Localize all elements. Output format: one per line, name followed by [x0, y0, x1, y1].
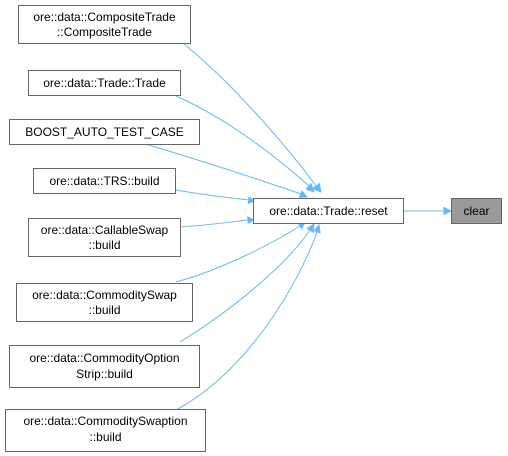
arrowhead-boost-test	[298, 190, 309, 198]
arrowhead-trade-ctor	[305, 182, 315, 193]
node-commodity-option-strip[interactable]: ore::data::CommodityOption Strip::build	[9, 345, 200, 388]
node-trs-build[interactable]: ore::data::TRS::build	[33, 168, 176, 194]
node-label-line: ore::data::CommoditySwaption	[23, 414, 187, 428]
node-label-line: ore::data::CallableSwap	[41, 223, 169, 237]
edge-trade-ctor-to-reset	[175, 95, 310, 187]
node-commodity-swap[interactable]: ore::data::CommoditySwap ::build	[16, 283, 193, 322]
arrowhead-trs-build	[247, 196, 257, 205]
node-label-line: ::build	[89, 430, 121, 444]
node-label-line: ore::data::Trade::reset	[269, 204, 388, 218]
node-trade-reset[interactable]: ore::data::Trade::reset	[253, 198, 404, 224]
node-label-line: ore::data::CompositeTrade	[33, 10, 176, 24]
edge-trs-build-to-reset	[175, 189, 250, 201]
edge-composite-trade-to-reset	[178, 39, 317, 187]
node-label-line: ore::data::Trade::Trade	[43, 76, 166, 90]
edges-layer	[144, 39, 453, 411]
arrowhead-reset-to-clear	[443, 206, 453, 216]
node-label-line: ore::data::TRS::build	[49, 174, 159, 188]
edge-commodity-option-strip-to-reset	[179, 229, 311, 343]
node-label-line: ore::data::CommoditySwap	[32, 288, 177, 302]
edge-boost-test-to-reset	[144, 143, 302, 195]
edge-callable-swap-to-reset	[179, 219, 249, 228]
node-callable-swap[interactable]: ore::data::CallableSwap ::build	[28, 218, 181, 257]
node-label-line: ::CompositeTrade	[57, 25, 152, 39]
node-label-line: ::build	[88, 303, 120, 317]
node-label-line: ore::data::CommodityOption	[29, 351, 179, 365]
node-label-line: clear	[463, 204, 489, 218]
node-composite-trade[interactable]: ore::data::CompositeTrade ::CompositeTra…	[18, 5, 191, 44]
arrowhead-composite-trade	[311, 182, 322, 193]
node-boost-test[interactable]: BOOST_AUTO_TEST_CASE	[9, 119, 200, 145]
edge-commodity-swaption-to-reset	[175, 231, 318, 411]
node-label-line: Strip::build	[76, 367, 133, 381]
nodes-layer: ore::data::CompositeTrade ::CompositeTra…	[5, 5, 502, 452]
node-commodity-swaption[interactable]: ore::data::CommoditySwaption ::build	[5, 409, 206, 452]
node-clear[interactable]: clear	[451, 198, 502, 224]
arrowhead-commodity-option-strip	[306, 222, 315, 234]
arrowhead-callable-swap	[247, 216, 256, 225]
node-trade-ctor[interactable]: ore::data::Trade::Trade	[28, 70, 181, 96]
edge-commodity-swap-to-reset	[175, 225, 301, 283]
arrowhead-commodity-swaption	[313, 223, 321, 234]
node-label-line: BOOST_AUTO_TEST_CASE	[25, 125, 184, 139]
node-label-line: ::build	[88, 238, 120, 252]
